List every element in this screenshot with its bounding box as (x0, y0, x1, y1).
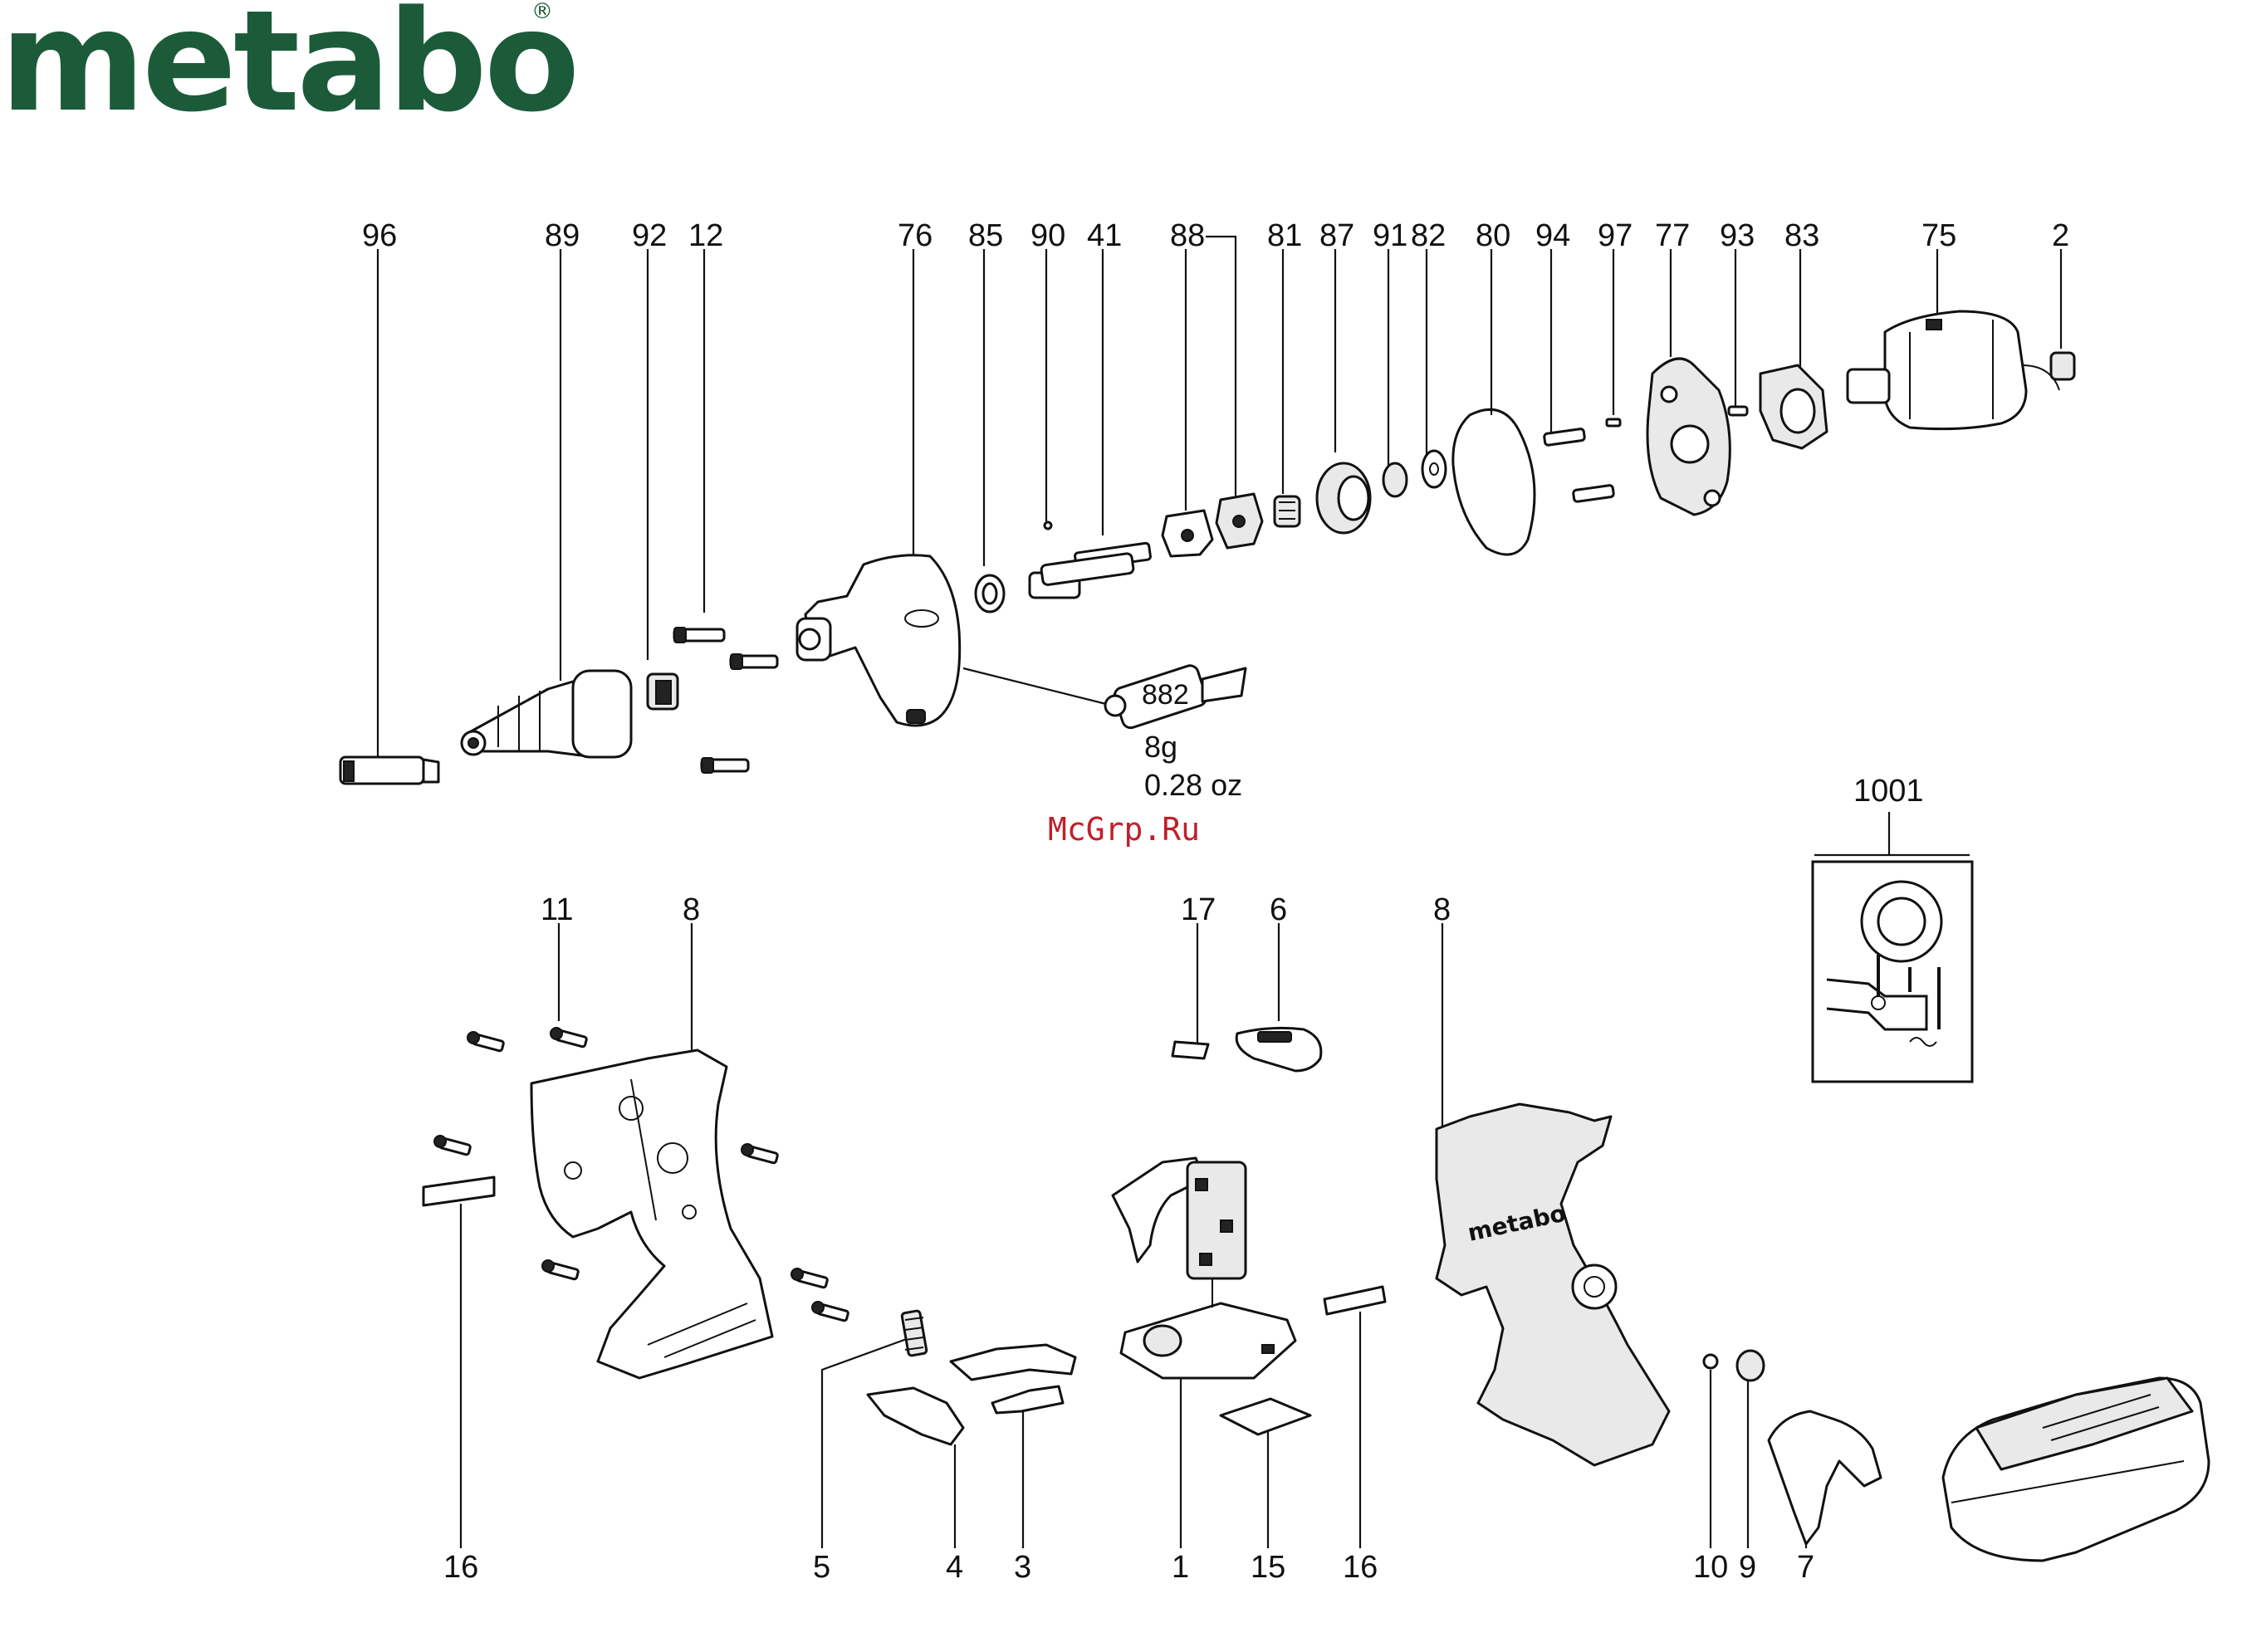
grease-code: 882 (1142, 679, 1189, 711)
part-75-motor (1848, 311, 2059, 429)
label-96: 96 (362, 218, 397, 253)
part-80-gasket (1453, 409, 1535, 555)
part-83-bearing-holder (1760, 365, 1827, 448)
grease-amount-oz: 0.28 oz (1144, 768, 1242, 802)
label-41: 41 (1087, 218, 1122, 253)
label-85: 85 (968, 218, 1003, 253)
part-16-right-label (1324, 1287, 1385, 1314)
grease-amount-g: 8g (1144, 730, 1177, 764)
label-7: 7 (1797, 1550, 1814, 1585)
part-8-left-housing (531, 1050, 772, 1378)
label-12: 12 (688, 218, 723, 253)
label-77: 77 (1655, 218, 1690, 253)
logo-wordmark: metabo (0, 0, 576, 143)
label-8-left: 8 (683, 892, 700, 927)
part-77-motor-plate (1647, 359, 1730, 515)
grease-tube-882: 882 (1105, 663, 1246, 730)
label-15: 15 (1251, 1550, 1285, 1585)
label-17: 17 (1181, 892, 1216, 927)
label-80: 80 (1476, 218, 1510, 253)
part-90-ball (1045, 522, 1051, 529)
part-94-screws (1544, 428, 1613, 502)
label-2: 2 (2052, 218, 2069, 253)
part-7-belt-clip (1769, 1411, 1881, 1544)
label-92: 92 (632, 218, 667, 253)
part-89-chuck (462, 671, 631, 757)
part-96-bit-holder (340, 757, 438, 784)
part-85-washer-hole (983, 584, 996, 604)
label-16-left: 16 (443, 1550, 478, 1585)
part-41-spindle (1030, 543, 1151, 598)
part-82-washer (1422, 451, 1446, 487)
part-91-bearing (1383, 463, 1407, 496)
part-2-cap (2051, 353, 2074, 379)
label-93: 93 (1720, 218, 1755, 253)
part-15-label (1221, 1399, 1310, 1435)
part-4-slider (868, 1388, 963, 1444)
label-8-right: 8 (1433, 892, 1451, 927)
label-1: 1 (1172, 1550, 1189, 1585)
part-9-cap (1737, 1351, 1764, 1381)
label-87: 87 (1319, 218, 1354, 253)
part-1-switch (1113, 1158, 1295, 1378)
label-82: 82 (1411, 218, 1446, 253)
label-91: 91 (1373, 218, 1407, 253)
label-88: 88 (1170, 218, 1205, 253)
part-3-slider (951, 1345, 1075, 1413)
label-9: 9 (1739, 1550, 1756, 1585)
part-93-screw (1729, 407, 1747, 415)
watermark: McGrp.Ru (1048, 811, 1200, 848)
label-94: 94 (1535, 218, 1570, 253)
part-6-button (1236, 1028, 1321, 1071)
part-81-spring (1275, 496, 1300, 526)
part-92-nut (648, 674, 678, 709)
label-81: 81 (1267, 218, 1302, 253)
part-76-gear-housing (797, 555, 960, 726)
part-87-gear (1317, 463, 1370, 533)
label-4: 4 (946, 1550, 963, 1585)
part-5-spring (902, 1310, 928, 1356)
part-97-pin (1607, 419, 1620, 426)
label-11: 11 (541, 892, 573, 927)
label-89: 89 (545, 218, 580, 253)
part-88-clutch (1163, 494, 1262, 556)
part-1001-inset: 1001 (1813, 774, 1972, 1082)
label-1001: 1001 (1853, 774, 1924, 809)
part-17-label (1172, 1042, 1208, 1058)
part-16-left-label (423, 1177, 494, 1205)
registered-mark: ® (531, 0, 553, 24)
label-83: 83 (1784, 218, 1819, 253)
label-76: 76 (898, 218, 933, 253)
label-5: 5 (813, 1550, 830, 1585)
label-90: 90 (1030, 218, 1065, 253)
label-6: 6 (1270, 892, 1287, 927)
label-75: 75 (1921, 218, 1956, 253)
label-16-right: 16 (1343, 1550, 1378, 1585)
label-97: 97 (1598, 218, 1633, 253)
label-10: 10 (1693, 1550, 1728, 1585)
label-3: 3 (1014, 1550, 1031, 1585)
part-8-right-housing: metabo (1437, 1104, 1669, 1465)
part-10-ring (1704, 1355, 1717, 1368)
metabo-logo: metabo ® (0, 0, 576, 143)
battery-pack (1943, 1378, 2209, 1561)
part-12-screws (674, 628, 777, 773)
